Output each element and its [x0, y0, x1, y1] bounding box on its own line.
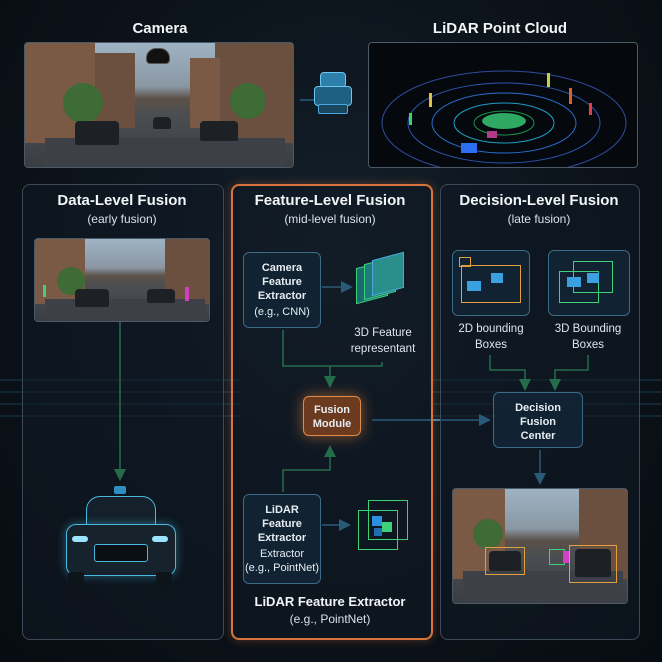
feature-level-title: Feature-Level Fusion [254, 192, 406, 209]
fusion-module-line2: Module [312, 418, 352, 430]
lidar-sensor-icon [312, 72, 352, 116]
lidar-title: LiDAR Point Cloud [432, 20, 568, 37]
lidar-extractor-line5: (e.g., PointNet) [245, 562, 319, 574]
camera-feature-extractor-box: Camera Feature Extractor (e.g., CNN) [243, 252, 321, 328]
fusion-module-line1: Fusion [313, 404, 351, 416]
lidar-extractor-line2: Feature [262, 518, 302, 530]
bbox-3d-label-2: Boxes [572, 339, 604, 351]
early-fusion-image [34, 238, 210, 322]
lidar-extractor-line4: Extractor [259, 548, 304, 560]
bbox-2d-label-1: 2D bounding [458, 323, 524, 335]
feature-level-subtitle: (mid-level fusion) [284, 212, 376, 226]
camera-extractor-line3: Extractor [257, 290, 307, 302]
lidar-extractor-line1: LiDAR [265, 504, 299, 516]
decision-level-title: Decision-Level Fusion [459, 192, 619, 209]
bbox-3d-label-1: 3D Bounding [554, 323, 622, 335]
decision-center-line2: Fusion [519, 416, 557, 428]
lidar-point-cloud-image [368, 42, 638, 168]
data-level-subtitle: (early fusion) [87, 212, 157, 226]
camera-extractor-line4: (e.g., CNN) [254, 306, 310, 318]
bbox-2d-icon-box [452, 250, 530, 316]
lidar-bottom-subtitle: (e.g., PointNet) [289, 612, 371, 626]
decision-level-subtitle: (late fusion) [507, 212, 571, 226]
lidar-feature-extractor-box: LiDAR Feature Extractor Extractor (e.g.,… [243, 494, 321, 584]
late-fusion-output-image [452, 488, 628, 604]
lidar-extractor-line3: Extractor [257, 532, 307, 544]
decision-center-line3: Center [520, 430, 556, 442]
lidar-bottom-title: LiDAR Feature Extractor [254, 594, 406, 609]
camera-icon [146, 48, 170, 64]
feature-3d-label-1: 3D Feature [354, 327, 412, 339]
camera-extractor-line2: Feature [262, 276, 302, 288]
feature-3d-label-2: representant [350, 343, 416, 355]
bbox-3d-icon-box [548, 250, 630, 316]
autonomous-car-icon [60, 486, 180, 606]
decision-fusion-center-box: Decision Fusion Center [493, 392, 583, 448]
decision-center-line1: Decision [515, 402, 561, 414]
feature-map-stack-icon [356, 250, 406, 310]
fusion-module-box: Fusion Module [303, 396, 361, 436]
data-level-title: Data-Level Fusion [57, 192, 187, 209]
camera-extractor-line1: Camera [261, 262, 303, 274]
bbox-2d-label-2: Boxes [475, 339, 507, 351]
camera-title: Camera [132, 20, 188, 37]
voxel-cube-icon [354, 498, 410, 554]
